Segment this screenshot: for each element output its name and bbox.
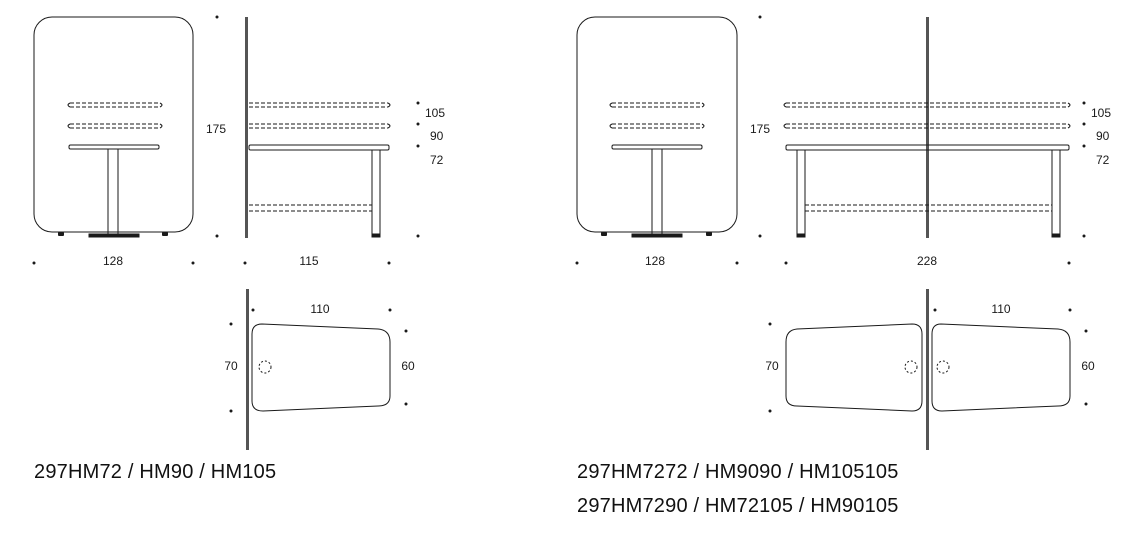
single-unit-plan-view	[246, 289, 391, 450]
dimension-reference-dots	[32, 15, 1088, 413]
depth-dimension-label: 228	[917, 254, 937, 268]
double-unit-model-codes-line-1: 297HM7272 / HM9090 / HM105105	[577, 461, 899, 483]
shelf-105	[609, 102, 705, 108]
shelf-105-side	[249, 102, 391, 108]
single-unit-side-view	[245, 17, 391, 238]
panel-feet	[58, 232, 168, 236]
plan-width-left-label: 70	[224, 359, 238, 373]
plan-width-right-label: 60	[401, 359, 415, 373]
single-unit-model-codes: 297HM72 / HM90 / HM105	[34, 461, 277, 483]
screen-panel-side	[245, 17, 248, 238]
double-unit-plan-view	[785, 289, 1071, 450]
table-plan-outline-right	[931, 323, 1071, 412]
single-unit-front-view	[33, 16, 194, 238]
level-label-90: 90	[430, 129, 444, 143]
plan-width-right-label: 60	[1081, 359, 1095, 373]
plan-length-label: 110	[310, 302, 329, 316]
shelf-90-side	[783, 123, 1071, 129]
width-dimension-label: 128	[103, 254, 123, 268]
double-unit-model-codes-line-2: 297HM7290 / HM72105 / HM90105	[577, 495, 899, 517]
plan-width-left-label: 70	[765, 359, 779, 373]
leg-position-circle	[936, 360, 950, 374]
height-dimension-label: 175	[750, 122, 770, 136]
panel-feet	[601, 232, 712, 236]
leg-position-circle	[258, 360, 272, 374]
level-label-90: 90	[1096, 129, 1110, 143]
screen-panel-plan	[246, 289, 249, 450]
double-unit-front-view	[576, 16, 738, 238]
shelf-90	[67, 123, 163, 129]
table-top	[68, 144, 160, 238]
screen-panel-plan	[926, 289, 929, 450]
width-dimension-label: 128	[645, 254, 665, 268]
screen-panel-outline	[33, 16, 194, 233]
leg-position-circle	[904, 360, 918, 374]
table-plan-outline-left	[785, 323, 923, 412]
double-unit-side-view	[783, 17, 1071, 238]
plan-length-label: 110	[991, 302, 1010, 316]
level-label-72: 72	[1096, 153, 1110, 167]
shelf-105-side	[783, 102, 1071, 108]
level-label-72: 72	[430, 153, 444, 167]
table-side	[785, 144, 1070, 238]
screen-panel-outline	[576, 16, 738, 233]
table-top	[611, 144, 703, 238]
table-side	[248, 144, 390, 238]
table-plan-outline	[251, 323, 391, 412]
height-dimension-label: 175	[206, 122, 226, 136]
level-label-105: 105	[425, 106, 445, 120]
shelf-90-side	[249, 123, 391, 129]
shelf-90	[609, 123, 705, 129]
depth-dimension-label: 115	[299, 254, 318, 268]
level-label-105: 105	[1091, 106, 1111, 120]
shelf-105	[67, 102, 163, 108]
